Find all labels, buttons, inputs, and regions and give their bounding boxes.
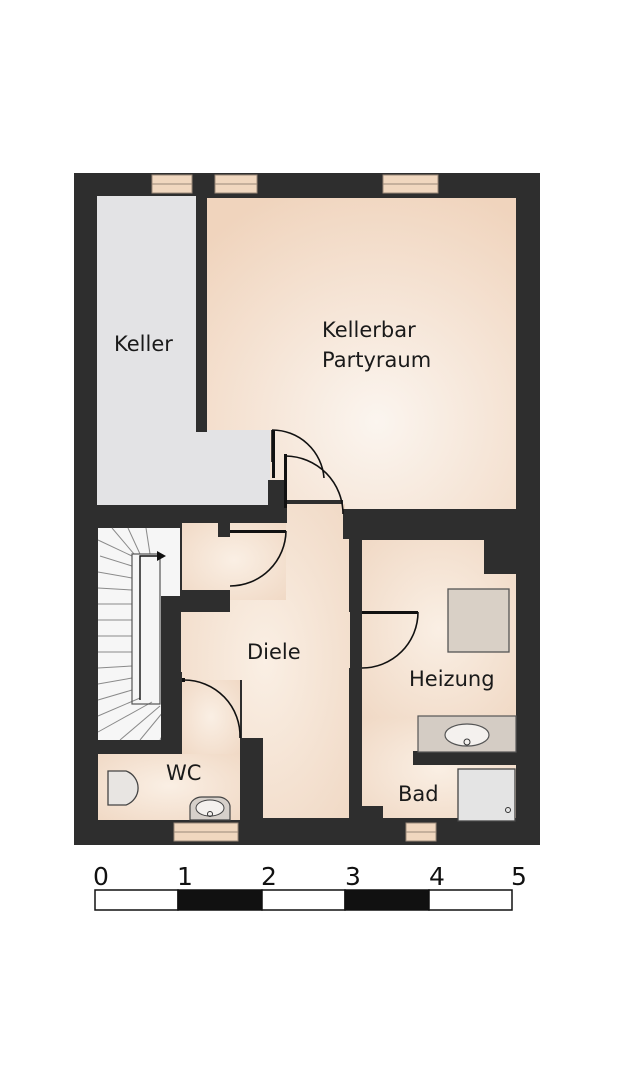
stair-well — [131, 553, 161, 705]
wall-keller-bar — [196, 196, 207, 432]
stair-arrow-icon — [157, 551, 166, 561]
doors — [182, 429, 419, 739]
wall-heizung-west-upper — [349, 536, 362, 612]
room-label-bad: Bad — [398, 782, 439, 806]
wall-bad-corner — [362, 806, 383, 820]
room-label-kellerbar: Kellerbar — [322, 318, 416, 342]
stair-direction-line — [139, 555, 162, 700]
bad-sink-icon — [444, 723, 490, 747]
wall-heizung-west-lower — [349, 668, 362, 818]
wc-entry-floor — [182, 680, 240, 754]
room-label-diele: Diele — [247, 640, 301, 664]
heating-unit — [447, 588, 510, 653]
toilet-icon — [107, 770, 139, 806]
scale-label-4: 4 — [429, 862, 445, 891]
shower-drain-icon — [505, 807, 511, 813]
wall-wc-north — [98, 740, 182, 754]
wall-bad-north — [413, 751, 518, 765]
scale-label-5: 5 — [511, 862, 527, 891]
scale-label-2: 2 — [261, 862, 277, 891]
stair-treads — [97, 527, 177, 741]
wall-stair-landing — [180, 590, 230, 612]
scale-bar — [94, 889, 513, 911]
scale-label-1: 1 — [177, 862, 193, 891]
scale-label-3: 3 — [345, 862, 361, 891]
room-label-keller: Keller — [114, 332, 173, 356]
heizung-floor — [362, 540, 516, 718]
keller-floor — [97, 196, 199, 512]
diele-floor — [180, 504, 350, 818]
keller-floor-extension — [197, 430, 271, 512]
scale-label-0: 0 — [93, 862, 109, 891]
wall-heizung-pillar — [484, 536, 518, 574]
wall-bar-south — [343, 509, 518, 539]
wall-landing-stub — [218, 521, 230, 537]
wall-door-jamb — [268, 480, 285, 508]
wall-stair-wc — [161, 672, 182, 754]
shower-tray — [457, 768, 516, 822]
room-label-heizung: Heizung — [409, 667, 495, 691]
wall-wc-east — [240, 738, 263, 822]
room-label-wc: WC — [166, 761, 202, 785]
windows — [151, 174, 439, 842]
wall-keller-south — [97, 505, 287, 523]
wall-stair-inner — [161, 596, 181, 672]
room-label-partyraum: Partyraum — [322, 348, 432, 372]
bad-tap-icon — [463, 738, 471, 746]
